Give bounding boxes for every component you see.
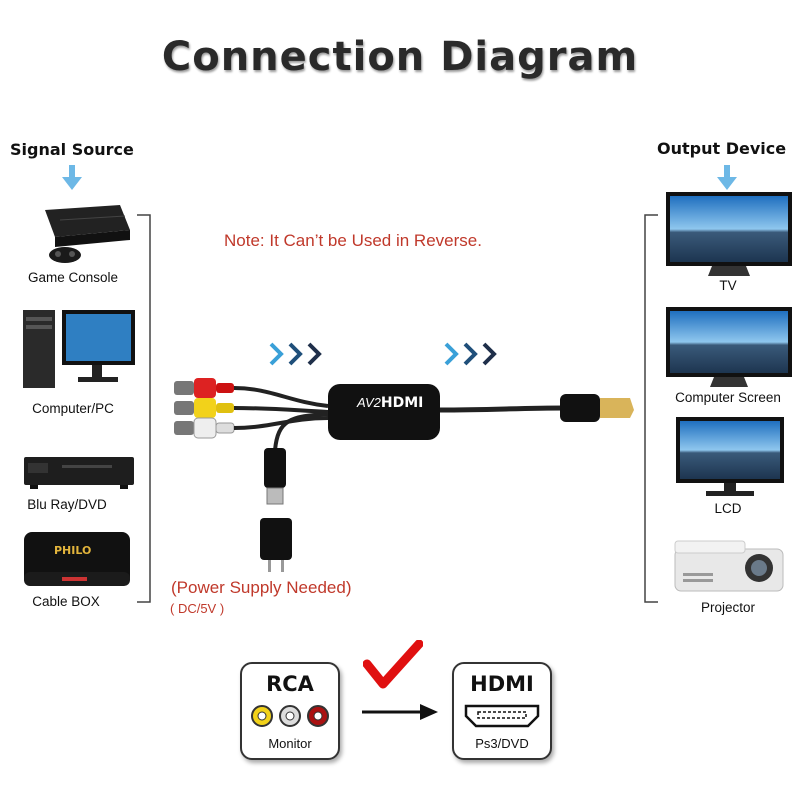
direction-chevrons-icon [269, 342, 322, 366]
rca-yellow-plug [174, 398, 234, 418]
right-arrow-icon [362, 704, 438, 720]
tv-icon [666, 192, 792, 276]
adapter-label: AV2HDMI [357, 395, 423, 411]
monitor-icon [666, 307, 792, 387]
projector-icon [674, 540, 784, 592]
reverse-note: Note: It Can’t be Used in Reverse. [224, 231, 482, 250]
down-arrow-icon [717, 165, 737, 190]
rca-box-subtitle: Monitor [268, 736, 312, 751]
device-label-tv: TV [719, 278, 737, 293]
power-spec: ( DC/5V ) [170, 601, 225, 616]
rca-jacks-icon [251, 705, 329, 727]
direction-chevrons-icon [444, 342, 497, 366]
device-label-computer-screen: Computer Screen [675, 390, 781, 405]
rca-white-plug [174, 417, 235, 439]
hdmi-box-subtitle: Ps3/DVD [475, 736, 529, 751]
cable-box-brand: PHILO [54, 544, 92, 557]
right-bracket [644, 214, 658, 603]
down-arrow-icon [62, 165, 82, 190]
lcd-icon [676, 417, 784, 496]
hdmi-box-title: HDMI [470, 672, 534, 696]
adapter-cable-diagram [174, 378, 634, 572]
cable-box-icon: PHILO [22, 530, 132, 590]
device-label-projector: Projector [700, 600, 756, 615]
rca-red-plug [174, 378, 234, 398]
computer-icon [23, 310, 135, 388]
left-bracket [137, 214, 151, 603]
hdmi-box: HDMI Ps3/DVD [452, 662, 552, 760]
adapter-label-hdmi: HDMI [380, 395, 424, 411]
device-label-bluray: Blu Ray/DVD [27, 497, 107, 512]
bluray-player-icon [24, 457, 134, 489]
checkmark-icon [363, 640, 423, 689]
page-title: Connection Diagram [161, 34, 639, 80]
game-console-icon [45, 205, 130, 263]
hdmi-port-icon [464, 704, 540, 728]
rca-box-title: RCA [266, 672, 314, 696]
device-label-computer: Computer/PC [32, 401, 114, 416]
signal-source-heading: Signal Source [10, 140, 134, 159]
device-label-game-console: Game Console [27, 270, 119, 285]
adapter-label-av2: AV2 [357, 395, 381, 410]
device-label-cable-box: Cable BOX [32, 594, 100, 609]
rca-box: RCA Monitor [240, 662, 340, 760]
power-supply-note: (Power Supply Needed) [171, 578, 352, 597]
device-label-lcd: LCD [714, 501, 742, 516]
output-device-heading: Output Device [657, 139, 787, 158]
